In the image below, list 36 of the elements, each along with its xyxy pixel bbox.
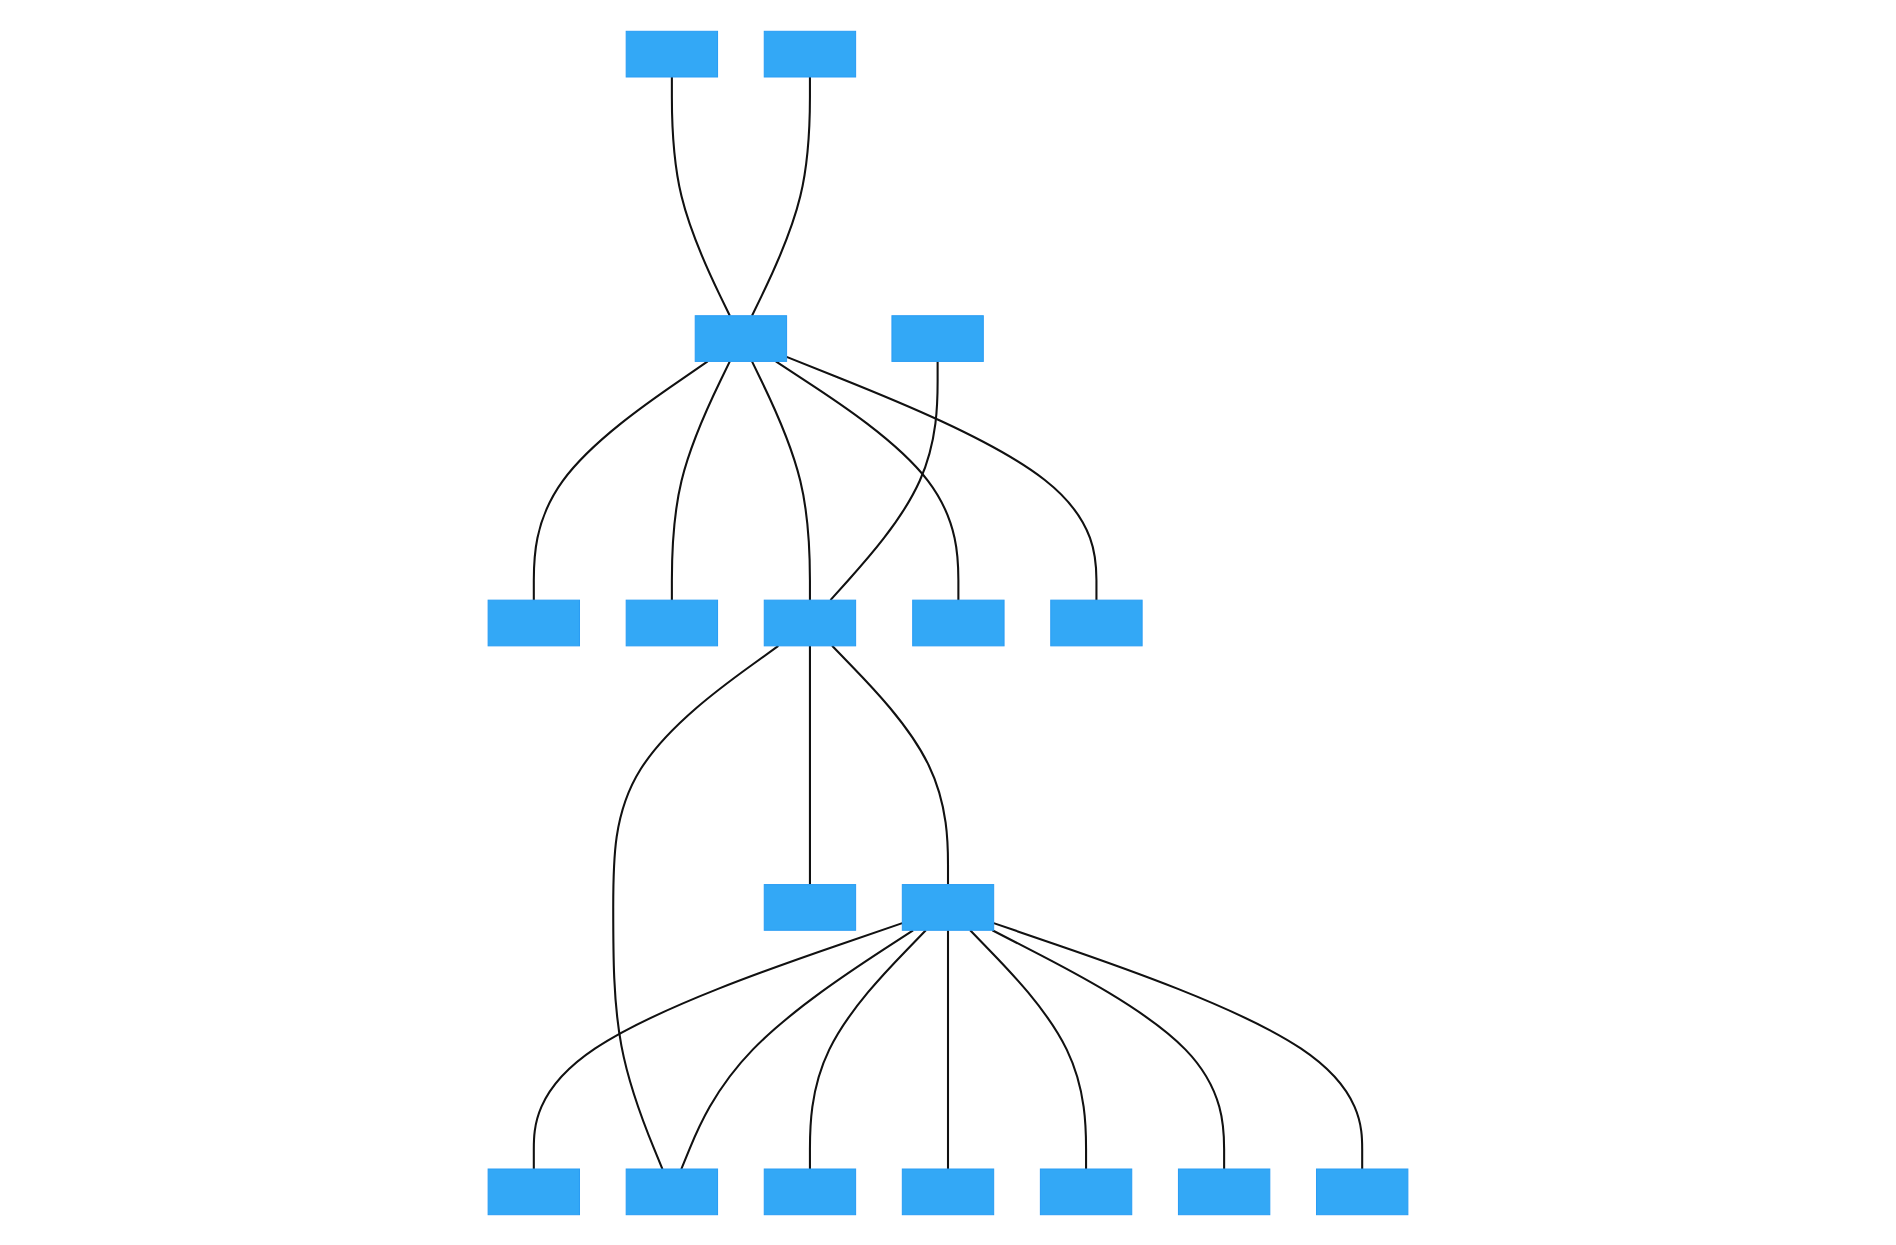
node-box <box>1177 1168 1271 1215</box>
connector <box>532 360 709 600</box>
node-box <box>1039 1168 1133 1215</box>
node-box <box>694 314 788 362</box>
node-box <box>763 599 857 646</box>
node-box <box>763 883 857 931</box>
connector <box>751 76 811 316</box>
node-box <box>487 599 580 646</box>
node-box <box>912 599 1005 646</box>
node-box <box>1316 1168 1409 1215</box>
connector <box>829 360 939 601</box>
node-box <box>625 1168 719 1215</box>
node-box <box>901 1168 995 1215</box>
connector <box>808 645 811 885</box>
connector <box>831 644 950 885</box>
connector <box>991 928 1226 1169</box>
connector <box>751 360 811 600</box>
connector <box>786 355 1098 600</box>
connector <box>670 360 731 600</box>
connector <box>680 928 914 1169</box>
connector <box>946 929 950 1169</box>
connector <box>775 360 960 600</box>
connector <box>808 929 927 1169</box>
node-box <box>487 1168 580 1215</box>
connector <box>670 76 731 316</box>
node-box <box>625 599 719 646</box>
node-box <box>1050 599 1143 646</box>
connector <box>969 929 1088 1169</box>
connector <box>532 921 903 1169</box>
node-box <box>891 314 984 362</box>
node-box <box>763 30 857 77</box>
node-box <box>625 30 719 77</box>
connector <box>993 921 1364 1169</box>
node-box <box>901 883 995 931</box>
node-box <box>763 1168 857 1215</box>
connector <box>612 644 779 1169</box>
